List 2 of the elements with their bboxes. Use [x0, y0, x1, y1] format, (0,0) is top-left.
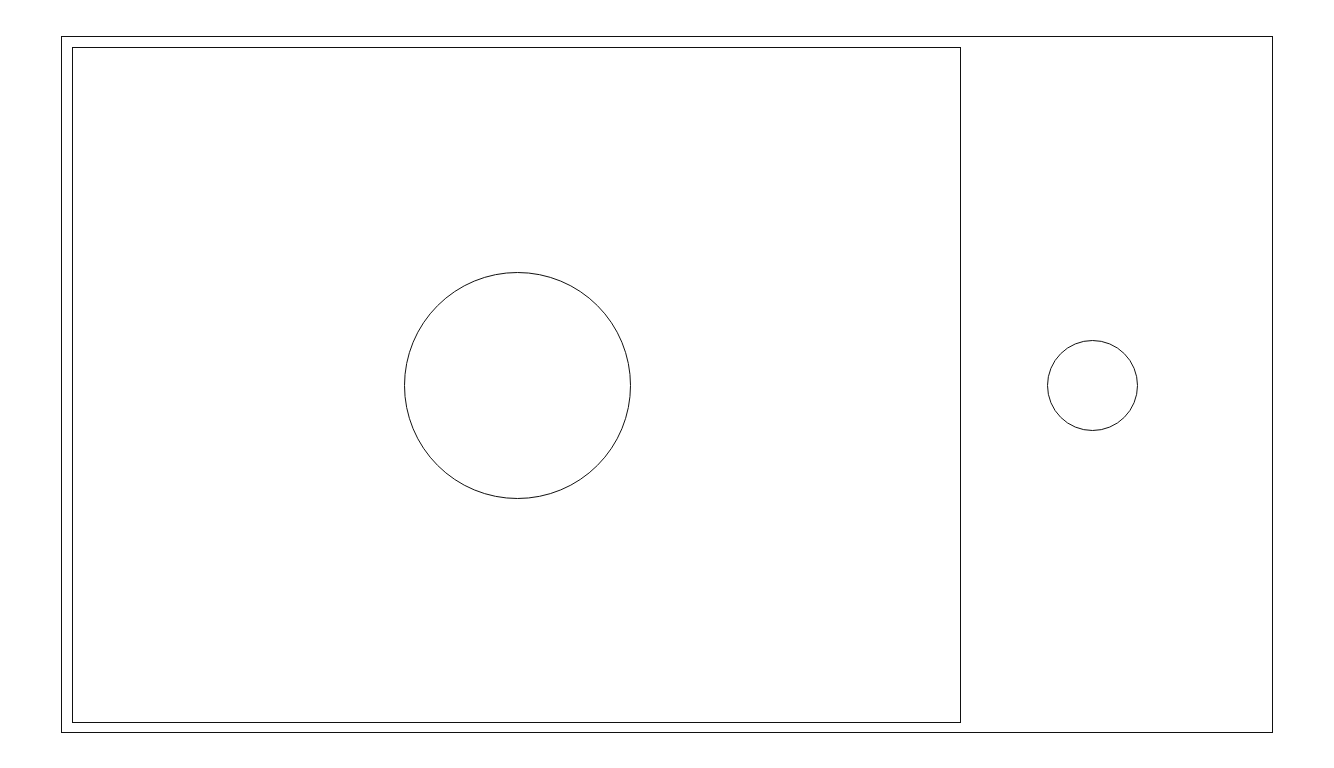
sink-outline	[61, 36, 1273, 733]
basin-outline	[72, 47, 961, 723]
